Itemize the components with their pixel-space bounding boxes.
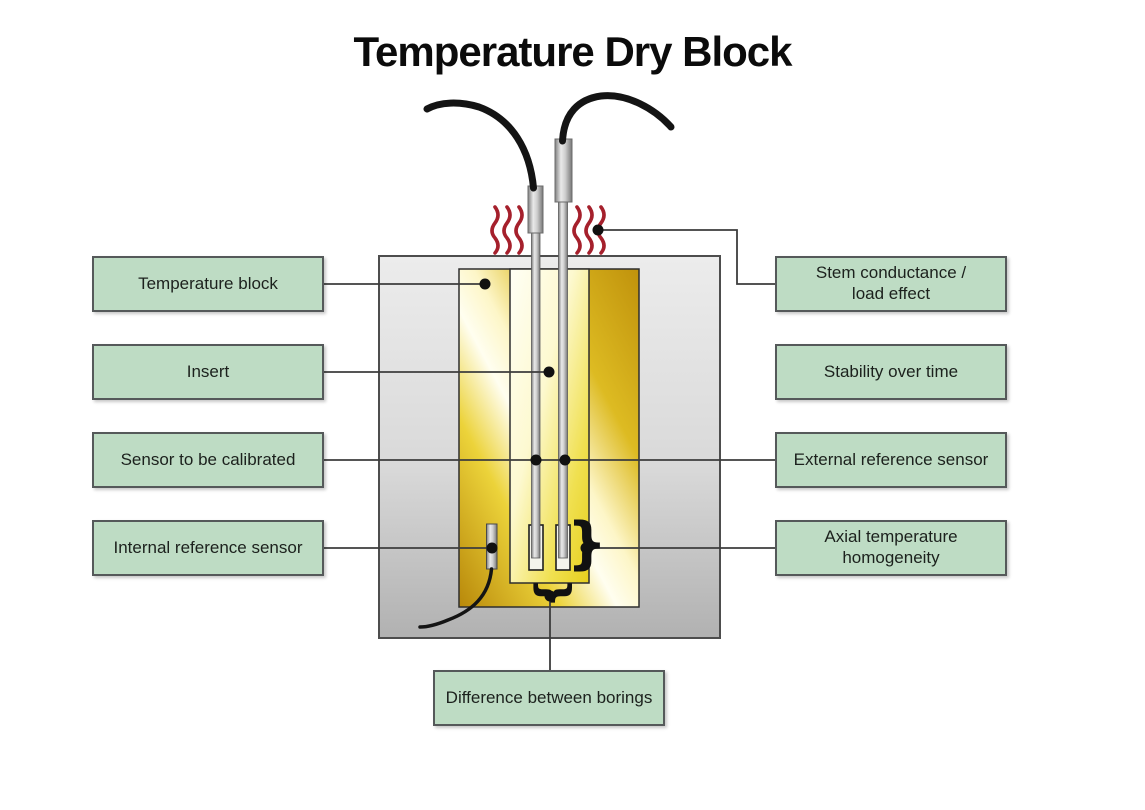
probe-left-handle <box>527 185 544 234</box>
probe-right-cable <box>559 92 675 145</box>
label-text: Insert <box>186 361 230 381</box>
probe-right-handle <box>554 138 573 203</box>
page-title: Temperature Dry Block <box>353 28 792 75</box>
label-axial-temperature-homogeneity: Axial temperature homogeneity <box>775 520 1007 576</box>
internal-sensor-wire <box>418 567 494 629</box>
connector-stem-conductance <box>598 229 777 285</box>
label-text: Stem conductance / load effect <box>815 263 967 303</box>
heat-wave-icon <box>514 205 524 255</box>
heat-wave-icon <box>572 205 582 255</box>
label-difference-between-borings: Difference between borings <box>433 670 665 726</box>
label-text: Temperature block <box>138 273 278 293</box>
dot-external-reference <box>559 454 571 466</box>
heat-waves-icon <box>490 205 606 255</box>
heat-wave-icon <box>502 205 512 255</box>
heat-wave-icon <box>584 205 594 255</box>
label-text: Stability over time <box>823 361 959 381</box>
label-external-reference-sensor: External reference sensor <box>775 432 1007 488</box>
connector-dots <box>479 224 604 602</box>
label-text: Internal reference sensor <box>113 537 303 557</box>
label-text: Difference between borings <box>445 687 653 707</box>
dot-temperature-block <box>479 278 491 290</box>
label-text: External reference sensor <box>793 449 989 469</box>
dot-insert <box>543 366 555 378</box>
dot-internal-reference <box>486 542 498 554</box>
probe-left-shaft <box>531 229 541 559</box>
dot-axial-homogeneity <box>580 542 592 554</box>
insert-bore-zone <box>509 268 590 584</box>
label-insert: Insert <box>92 344 324 400</box>
label-internal-reference-sensor: Internal reference sensor <box>92 520 324 576</box>
label-text: Axial temperature homogeneity <box>824 527 958 567</box>
label-temperature-block: Temperature block <box>92 256 324 312</box>
heat-wave-icon <box>490 205 500 255</box>
label-stem-conductance-load-effect: Stem conductance / load effect <box>775 256 1007 312</box>
dot-stem-conductance <box>592 224 604 236</box>
dot-sensor-calibrated <box>530 454 542 466</box>
probe-left-cable <box>423 99 537 192</box>
probe-right-shaft <box>558 199 568 559</box>
label-sensor-to-be-calibrated: Sensor to be calibrated <box>92 432 324 488</box>
label-text: Sensor to be calibrated <box>120 449 296 469</box>
dot-difference-borings <box>544 590 556 602</box>
label-stability-over-time: Stability over time <box>775 344 1007 400</box>
